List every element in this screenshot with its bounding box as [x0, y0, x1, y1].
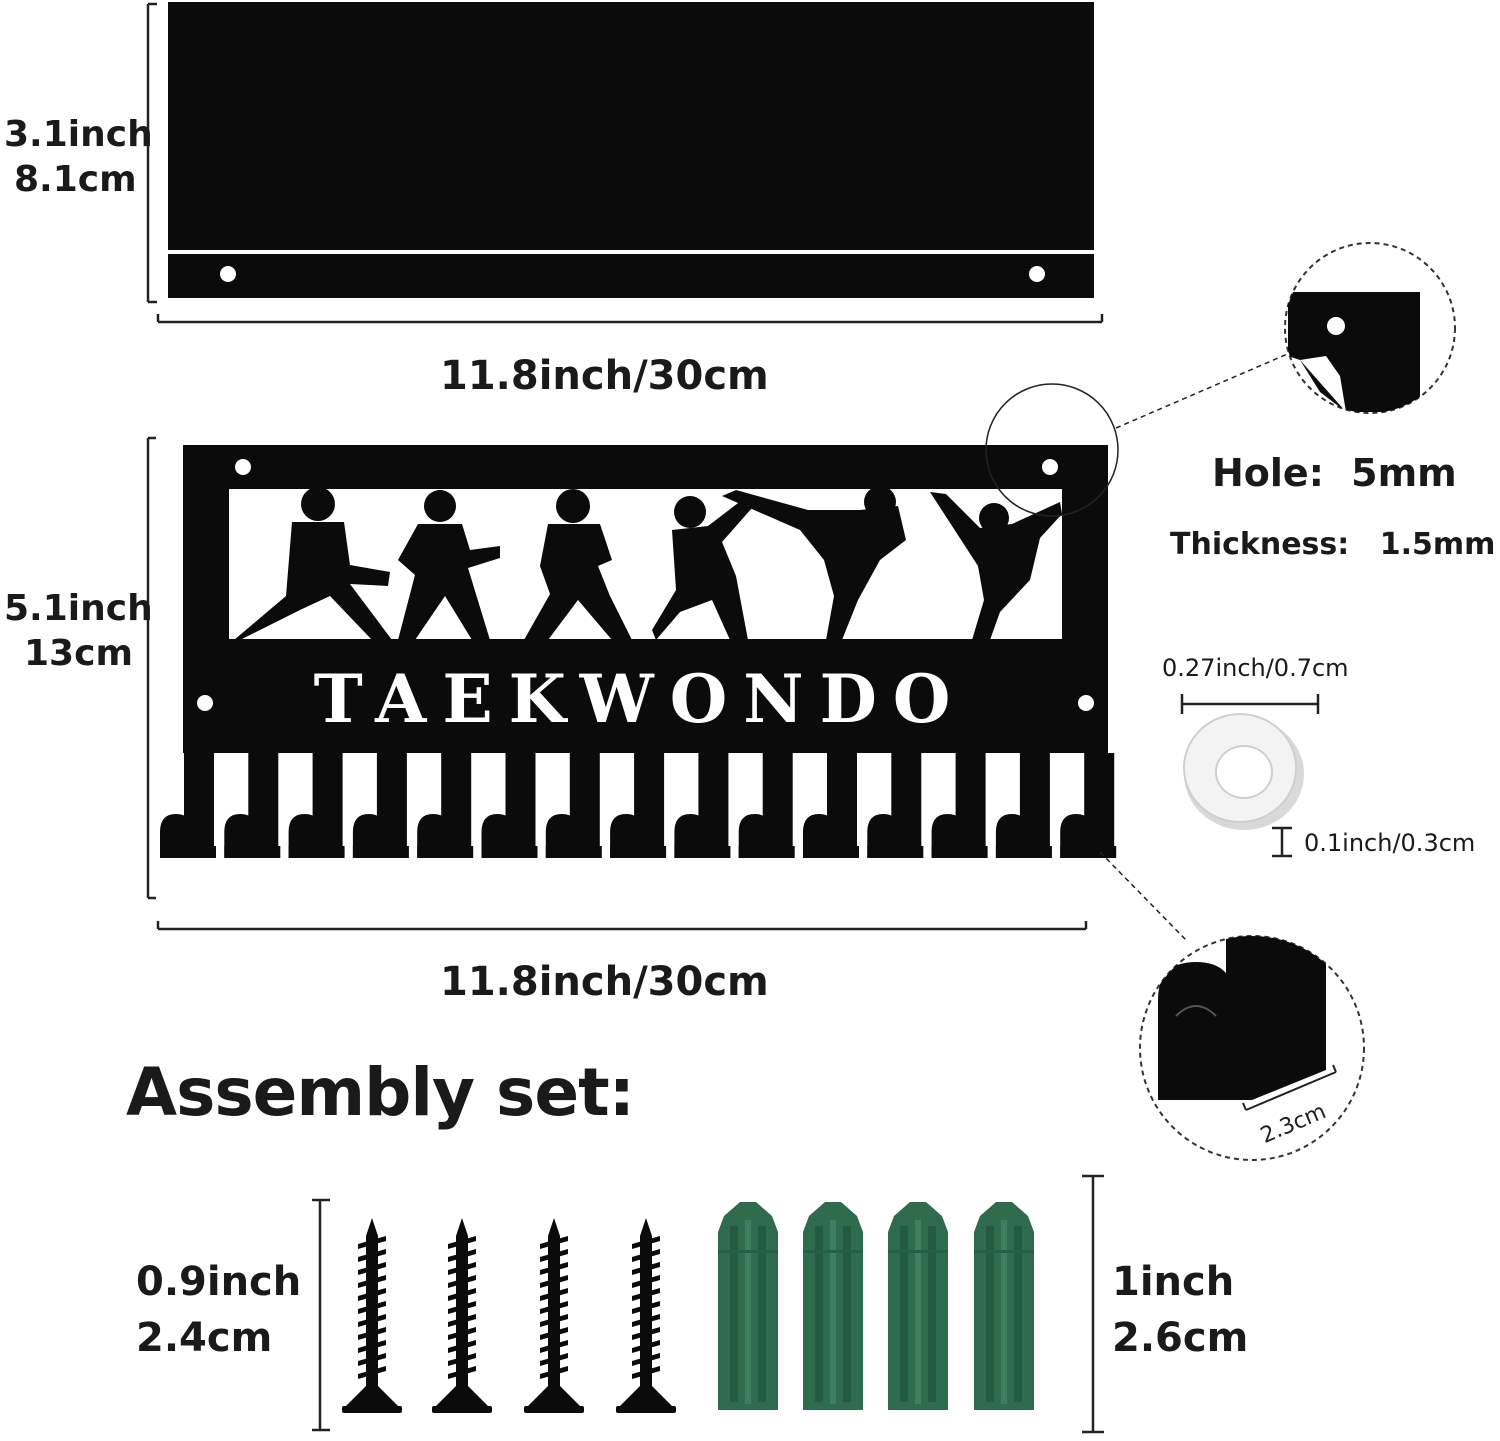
hole-value: 5mm — [1351, 451, 1457, 495]
anchor-height-bracket — [1082, 1174, 1104, 1434]
hole-detail-zoom — [1284, 242, 1456, 414]
hook-zoom-connector — [1099, 851, 1187, 941]
assembly-title: Assembly set: — [126, 1054, 635, 1131]
shelf-plate — [168, 2, 1094, 298]
screw — [342, 1218, 402, 1413]
spacer-thickness-bracket — [1272, 826, 1292, 858]
wall-anchor — [974, 1202, 1034, 1410]
rack-hook — [610, 753, 667, 858]
rack-hook — [352, 753, 409, 858]
shelf-width-bracket — [156, 314, 1104, 324]
rack-hook — [417, 753, 474, 858]
wall-anchor — [888, 1202, 948, 1410]
rack-hook — [1060, 753, 1117, 858]
screw-height-bracket — [312, 1198, 330, 1432]
thickness-label: Thickness: 1.5mm — [1170, 530, 1495, 560]
hole-label: Hole: 5mm — [1212, 454, 1457, 492]
rack-hook — [931, 753, 988, 858]
rack-brand-text: TAEKWONDO — [314, 660, 967, 738]
rack-hook — [803, 753, 859, 858]
hole-zoom-marker — [985, 383, 1119, 517]
rack-hook — [224, 753, 281, 858]
hook-detail-zoom — [1139, 935, 1365, 1161]
hook-depth-bracket — [1242, 1064, 1337, 1111]
rack-hook — [288, 753, 345, 858]
shelf-height-cm: 8.1cm — [14, 159, 137, 200]
thickness-label-text: Thickness: — [1170, 527, 1350, 562]
spacer-thickness-label: 0.1inch/0.3cm — [1304, 829, 1476, 857]
rack-height-inch: 5.1inch — [4, 588, 153, 629]
shelf-width-label: 11.8inch/30cm — [440, 353, 769, 399]
screw — [616, 1218, 676, 1413]
hole-label-text: Hole: — [1212, 451, 1324, 495]
thickness-value: 1.5mm — [1379, 527, 1496, 562]
rack-hook — [481, 753, 538, 858]
shelf-height-bracket — [146, 2, 157, 304]
rack-width-label: 11.8inch/30cm — [440, 959, 769, 1005]
rack-plate: TAEKWONDO — [183, 445, 1108, 753]
rack-hook — [160, 753, 216, 858]
screw-length-cm: 2.4cm — [136, 1315, 273, 1361]
shelf-hole-left — [220, 266, 236, 282]
anchor-length-cm: 2.6cm — [1112, 1315, 1249, 1361]
rack-height-cm: 13cm — [24, 633, 133, 674]
rack-hook — [545, 753, 602, 858]
shelf-hole-right — [1029, 266, 1045, 282]
screw — [524, 1218, 584, 1413]
rack-hook — [674, 753, 731, 858]
shelf-height-inch: 3.1inch — [4, 114, 153, 155]
rack-hook — [867, 753, 924, 858]
rack-hooks — [160, 753, 1117, 858]
screw-length-inch: 0.9inch — [136, 1259, 302, 1305]
anchor-length-inch: 1inch — [1112, 1259, 1235, 1305]
hole-zoom-connector — [1115, 351, 1293, 429]
spacer — [1183, 713, 1304, 830]
wall-anchor — [803, 1202, 863, 1410]
spacer-diameter-label: 0.27inch/0.7cm — [1162, 654, 1349, 682]
screws — [342, 1218, 676, 1413]
wall-anchors — [718, 1202, 1034, 1410]
rack-width-bracket — [156, 921, 1088, 931]
rack-hook — [738, 753, 795, 858]
wall-anchor — [718, 1202, 778, 1410]
rack-hook — [995, 753, 1052, 858]
spacer-diameter-bracket — [1180, 694, 1320, 714]
fighter-silhouettes — [234, 486, 1062, 640]
rack-height-bracket — [146, 436, 156, 900]
screw — [432, 1218, 492, 1413]
